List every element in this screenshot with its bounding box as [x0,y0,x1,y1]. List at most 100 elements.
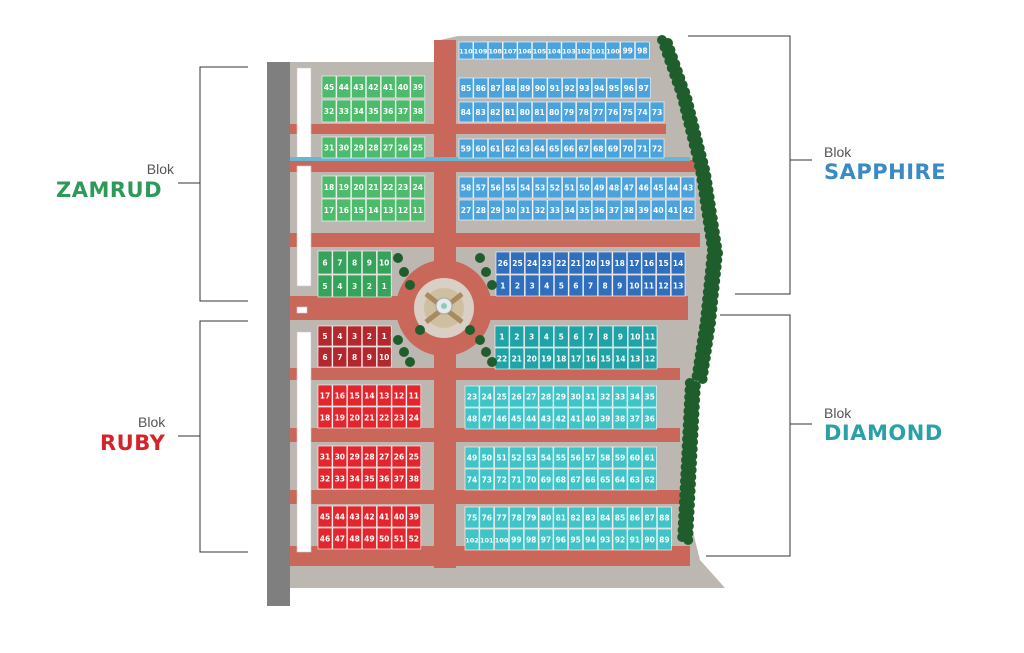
sapphire-plot-81[interactable]: 81 [532,101,547,123]
sapphire-plot-100[interactable]: 100 [605,41,620,60]
zamrud-plot-29[interactable]: 29 [351,136,366,159]
ruby-plot-1[interactable]: 1 [376,325,392,347]
sapphire-plot-62[interactable]: 62 [502,138,518,159]
sapphire-plot-79[interactable]: 79 [561,101,577,123]
zamrud-plot-32[interactable]: 32 [321,99,337,123]
diamond-plot-56[interactable]: 56 [568,446,583,469]
diamond-plot-46[interactable]: 46 [494,407,509,430]
sapphire-plot-7[interactable]: 7 [583,274,598,297]
sapphire-plot-69[interactable]: 69 [605,138,621,159]
diamond-plot-52[interactable]: 52 [509,446,524,469]
sapphire-plot-95[interactable]: 95 [606,77,622,99]
diamond-plot-12[interactable]: 12 [642,347,658,370]
zamrud-plot-18[interactable]: 18 [321,175,337,199]
diamond-plot-60[interactable]: 60 [627,446,643,469]
zamrud-plot-24[interactable]: 24 [410,175,426,199]
zamrud-plot-26[interactable]: 26 [395,136,411,159]
ruby-plot-18[interactable]: 18 [317,406,333,429]
diamond-plot-98[interactable]: 98 [523,528,539,551]
sapphire-plot-51[interactable]: 51 [562,176,577,199]
ruby-plot-28[interactable]: 28 [362,445,377,468]
diamond-plot-77[interactable]: 77 [494,506,509,529]
diamond-plot-89[interactable]: 89 [657,528,672,551]
diamond-plot-11[interactable]: 11 [642,325,658,348]
diamond-plot-96[interactable]: 96 [553,528,569,551]
diamond-plot-73[interactable]: 73 [479,468,495,491]
sapphire-plot-31[interactable]: 31 [517,199,533,221]
sapphire-plot-44[interactable]: 44 [665,176,681,199]
diamond-plot-35[interactable]: 35 [642,385,657,408]
diamond-plot-72[interactable]: 72 [494,468,509,491]
diamond-plot-23[interactable]: 23 [464,385,480,408]
ruby-plot-32[interactable]: 32 [317,467,333,490]
ruby-plot-45[interactable]: 45 [317,505,333,528]
diamond-plot-8[interactable]: 8 [598,325,613,348]
ruby-plot-31[interactable]: 31 [317,445,333,468]
sapphire-plot-96[interactable]: 96 [621,77,637,99]
diamond-plot-79[interactable]: 79 [523,506,539,529]
diamond-plot-24[interactable]: 24 [479,385,495,408]
diamond-plot-33[interactable]: 33 [612,385,628,408]
zamrud-plot-7[interactable]: 7 [332,250,348,275]
ruby-plot-34[interactable]: 34 [347,467,362,490]
diamond-plot-19[interactable]: 19 [539,347,554,370]
ruby-plot-6[interactable]: 6 [317,346,333,368]
sapphire-plot-16[interactable]: 16 [641,251,657,275]
zamrud-plot-6[interactable]: 6 [317,250,333,275]
diamond-plot-92[interactable]: 92 [612,528,628,551]
sapphire-plot-85[interactable]: 85 [458,77,474,99]
ruby-plot-13[interactable]: 13 [376,384,392,407]
diamond-plot-71[interactable]: 71 [509,468,524,491]
diamond-plot-74[interactable]: 74 [464,468,480,491]
sapphire-plot-107[interactable]: 107 [502,41,518,60]
sapphire-plot-104[interactable]: 104 [546,41,561,60]
ruby-plot-5[interactable]: 5 [317,325,333,347]
diamond-plot-43[interactable]: 43 [538,407,554,430]
sapphire-plot-23[interactable]: 23 [539,251,554,275]
ruby-plot-46[interactable]: 46 [317,527,333,550]
sapphire-plot-70[interactable]: 70 [620,138,635,159]
sapphire-plot-88[interactable]: 88 [503,77,518,99]
sapphire-plot-5[interactable]: 5 [554,274,569,297]
sapphire-plot-110[interactable]: 110 [458,41,474,60]
sapphire-plot-4[interactable]: 4 [539,274,554,297]
diamond-plot-5[interactable]: 5 [553,325,569,348]
sapphire-plot-82[interactable]: 82 [488,101,503,123]
diamond-plot-3[interactable]: 3 [524,325,539,348]
diamond-plot-102[interactable]: 102 [464,528,480,551]
zamrud-plot-3[interactable]: 3 [347,274,362,298]
sapphire-plot-9[interactable]: 9 [612,274,627,297]
diamond-plot-62[interactable]: 62 [642,468,657,491]
diamond-plot-29[interactable]: 29 [553,385,569,408]
zamrud-plot-39[interactable]: 39 [410,75,426,99]
zamrud-plot-44[interactable]: 44 [336,75,352,99]
diamond-plot-100[interactable]: 100 [494,528,509,551]
diamond-plot-20[interactable]: 20 [524,347,539,370]
zamrud-plot-9[interactable]: 9 [362,250,377,275]
sapphire-plot-108[interactable]: 108 [488,41,503,60]
zamrud-plot-38[interactable]: 38 [410,99,426,123]
sapphire-plot-39[interactable]: 39 [636,199,651,221]
diamond-plot-9[interactable]: 9 [613,325,628,348]
ruby-plot-24[interactable]: 24 [406,406,422,429]
sapphire-plot-106[interactable]: 106 [517,41,532,60]
sapphire-plot-76[interactable]: 76 [605,101,621,123]
sapphire-plot-98[interactable]: 98 [635,41,650,60]
sapphire-plot-53[interactable]: 53 [532,176,548,199]
sapphire-plot-94[interactable]: 94 [591,77,607,99]
diamond-plot-17[interactable]: 17 [568,347,584,370]
ruby-plot-38[interactable]: 38 [406,467,422,490]
sapphire-plot-78[interactable]: 78 [576,101,591,123]
zamrud-plot-14[interactable]: 14 [366,198,381,222]
zamrud-plot-43[interactable]: 43 [351,75,366,99]
diamond-plot-16[interactable]: 16 [583,347,599,370]
sapphire-plot-22[interactable]: 22 [554,251,569,275]
diamond-plot-14[interactable]: 14 [613,347,628,370]
diamond-plot-13[interactable]: 13 [627,347,643,370]
sapphire-plot-19[interactable]: 19 [597,251,613,275]
sapphire-plot-68[interactable]: 68 [590,138,606,159]
sapphire-plot-56[interactable]: 56 [488,176,503,199]
sapphire-plot-80[interactable]: 80 [546,101,562,123]
diamond-plot-63[interactable]: 63 [627,468,643,491]
ruby-plot-10[interactable]: 10 [376,346,392,368]
